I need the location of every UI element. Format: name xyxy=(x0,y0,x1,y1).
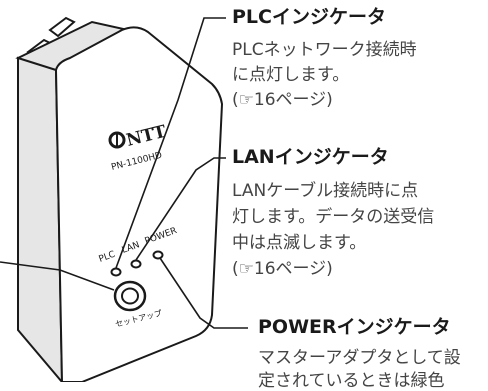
power-indicator-heading: POWERインジケータ xyxy=(258,316,451,338)
power-indicator-desc-line-1: マスターアダプタとして設 xyxy=(258,348,461,368)
plc-indicator-heading: PLCインジケータ xyxy=(232,6,386,28)
power-led xyxy=(152,250,164,260)
lan-indicator-desc-line-3: 中は点滅します。 xyxy=(232,233,367,253)
lan-indicator-heading: LANインジケータ xyxy=(232,146,389,168)
lan-indicator-desc-line-1: LANケーブル接続時に点 xyxy=(232,181,419,201)
lan-indicator-desc-line-4: (☞16ページ) xyxy=(232,259,333,279)
lan-led xyxy=(130,259,142,269)
plc-indicator-desc-line-2: に点灯します。 xyxy=(232,65,350,85)
lan-indicator-desc-line-2: 灯します。データの送受信 xyxy=(232,207,435,227)
device-illustration: NTT PN-1100HD PLC LAN POWER セットアップ xyxy=(0,16,248,382)
setup-leader-line xyxy=(0,261,115,291)
plc-indicator-desc-line-1: PLCネットワーク接続時 xyxy=(232,40,417,60)
lan-leader-line xyxy=(135,157,226,261)
plc-indicator-desc-line-3: (☞16ページ) xyxy=(232,90,333,110)
power-leader-line xyxy=(159,257,248,329)
plc-leader-line xyxy=(115,17,226,269)
setup-button[interactable] xyxy=(113,280,147,312)
ntt-logo-icon xyxy=(108,131,126,149)
plc-led xyxy=(110,267,122,277)
